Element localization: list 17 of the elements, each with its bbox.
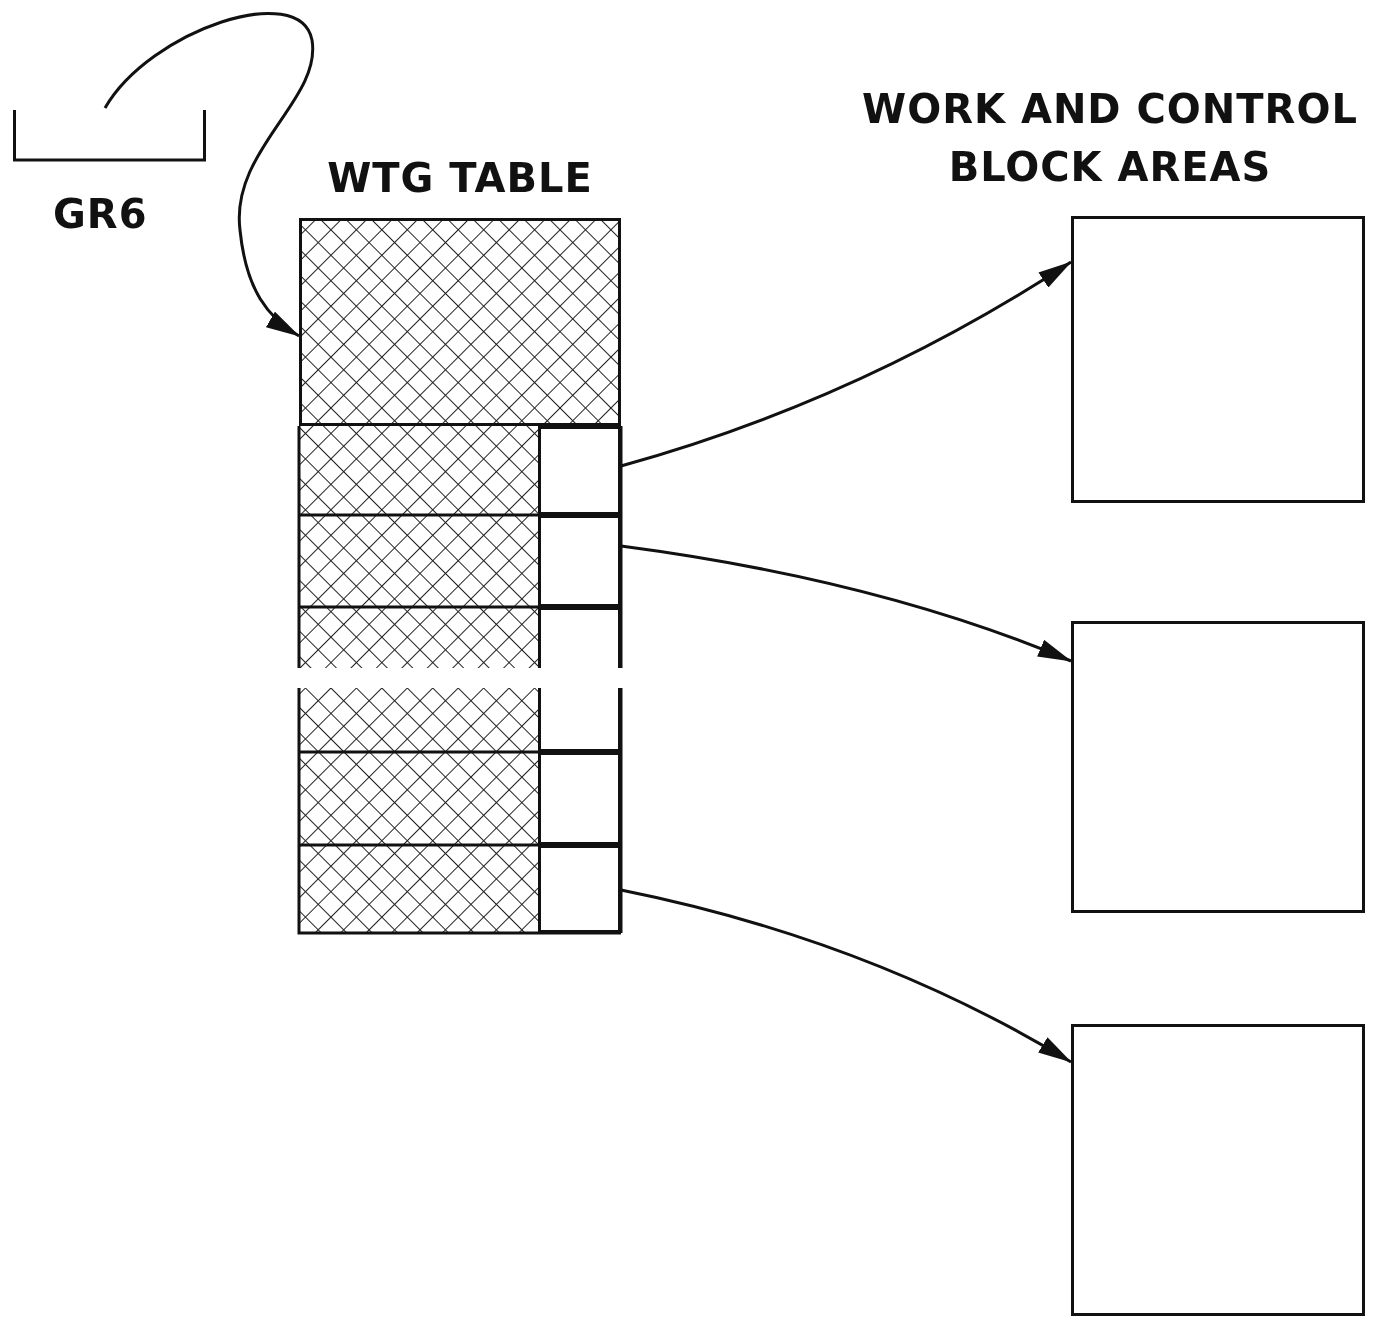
arrow bbox=[103, 12, 314, 338]
table-title: WTG TABLE bbox=[326, 155, 594, 201]
table-entry-cell bbox=[538, 752, 621, 845]
column-heading: WORK AND CONTROL BLOCK AREAS bbox=[861, 85, 1359, 192]
table-entry-cell bbox=[538, 688, 621, 752]
table-entry-cell bbox=[538, 426, 621, 515]
work-area-box bbox=[1071, 216, 1365, 503]
hatched-table-header bbox=[299, 218, 621, 426]
table-entry-cell bbox=[538, 515, 621, 607]
table-entry-cell bbox=[538, 845, 621, 933]
arrow bbox=[620, 260, 1072, 468]
arrow bbox=[620, 888, 1072, 1064]
work-area-box bbox=[1071, 621, 1365, 913]
arrow bbox=[620, 544, 1072, 663]
work-area-box bbox=[1071, 1024, 1365, 1316]
register-label: GR6 bbox=[53, 191, 148, 237]
table-entry-cell bbox=[538, 607, 621, 668]
